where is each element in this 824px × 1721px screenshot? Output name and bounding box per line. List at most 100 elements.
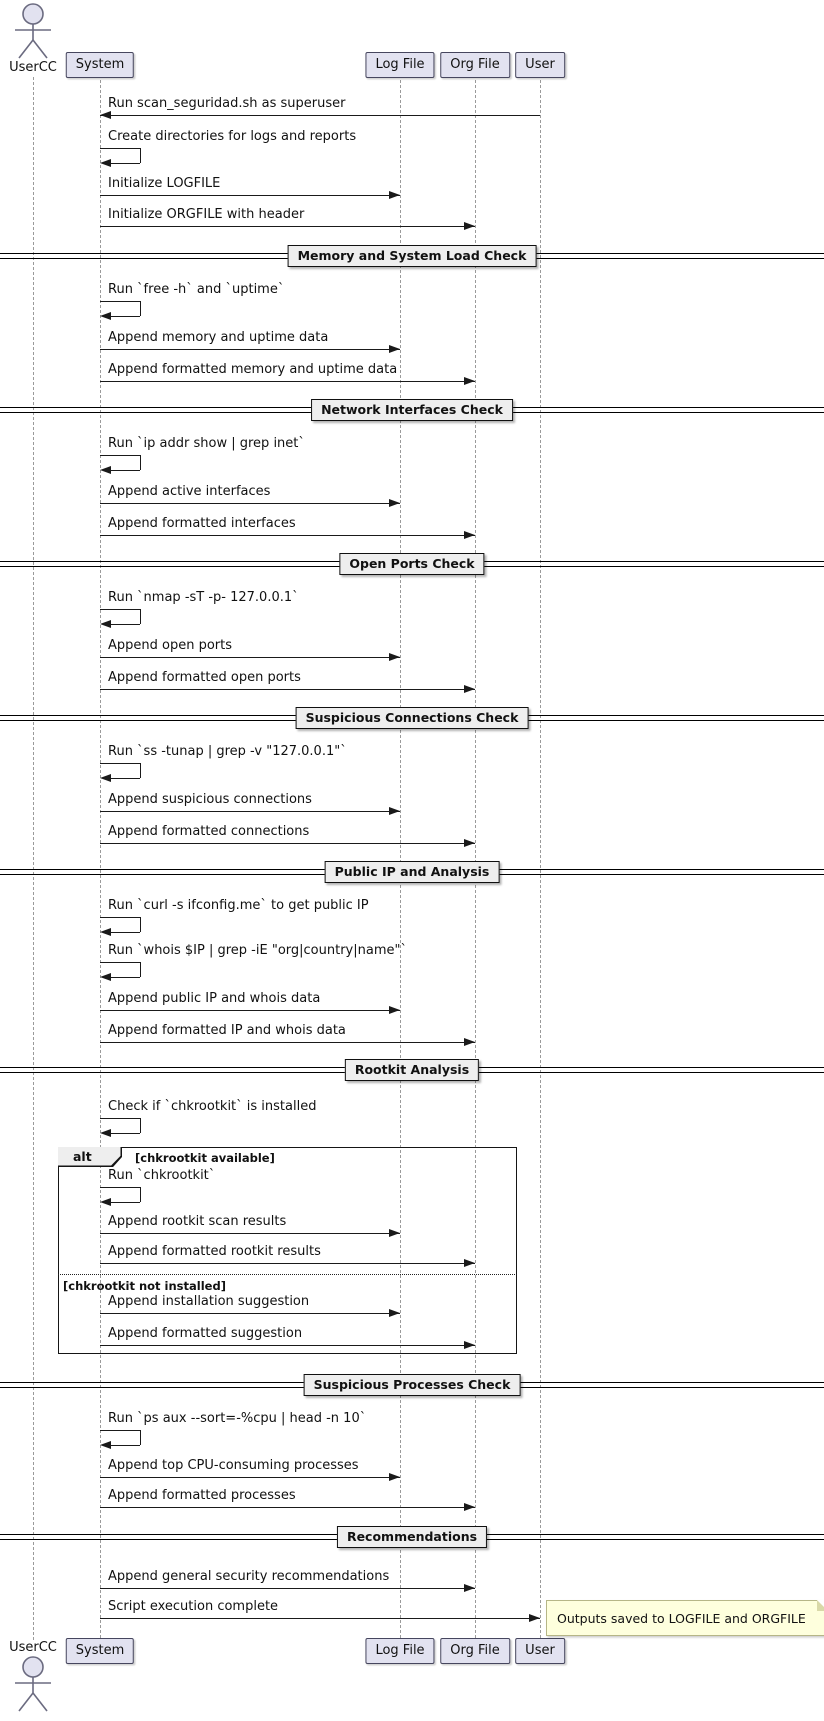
message-label: Append memory and uptime data	[108, 330, 329, 345]
arrowhead-left-icon	[100, 928, 111, 936]
self-message-top	[100, 301, 140, 302]
message-label: Append formatted connections	[108, 824, 310, 839]
message-line	[100, 1588, 475, 1589]
self-message-label: Create directories for logs and reports	[108, 129, 357, 144]
self-message-label: Run `ps aux --sort=-%cpu | head -n 10`	[108, 1411, 367, 1426]
section-divider-label: Recommendations	[336, 1526, 488, 1548]
arrowhead-right-icon	[464, 1038, 475, 1046]
arrowhead-left-icon	[100, 312, 111, 320]
arrowhead-right-icon	[464, 531, 475, 539]
lifeline-system	[99, 80, 101, 1638]
arrowhead-left-icon	[100, 1441, 111, 1449]
self-message-side	[140, 148, 141, 163]
arrowhead-left-icon	[100, 159, 111, 167]
message-label: Run scan_seguridad.sh as superuser	[108, 96, 346, 111]
self-message-side	[140, 609, 141, 624]
participant-logfile-top: Log File	[365, 52, 435, 78]
arrowhead-right-icon	[464, 222, 475, 230]
self-message-bottom	[111, 1133, 140, 1134]
self-message-side	[140, 917, 141, 932]
participant-user-bottom: User	[515, 1638, 565, 1664]
note-text: Outputs saved to LOGFILE and ORGFILE	[557, 1610, 806, 1626]
message-line	[100, 1507, 475, 1508]
message-line	[100, 381, 475, 382]
note: Outputs saved to LOGFILE and ORGFILE	[546, 1600, 824, 1636]
self-message-top	[100, 1430, 140, 1431]
arrowhead-left-icon	[100, 1198, 111, 1206]
arrowhead-left-icon	[100, 111, 111, 119]
self-message-bottom	[111, 316, 140, 317]
self-message-top	[100, 1187, 140, 1188]
self-message-top	[100, 148, 140, 149]
message-label: Append active interfaces	[108, 484, 271, 499]
arrowhead-left-icon	[100, 973, 111, 981]
message-label: Append installation suggestion	[108, 1294, 310, 1309]
message-label: Append top CPU-consuming processes	[108, 1458, 359, 1473]
message-line	[100, 657, 400, 658]
arrowhead-right-icon	[464, 685, 475, 693]
message-label: Append formatted IP and whois data	[108, 1023, 346, 1038]
self-message-bottom	[111, 1202, 140, 1203]
note-fold-icon	[817, 1600, 824, 1611]
self-message-label: Run `free -h` and `uptime`	[108, 282, 285, 297]
self-message-top	[100, 609, 140, 610]
self-message-bottom	[111, 624, 140, 625]
self-message-top	[100, 917, 140, 918]
actor-usercc-top	[9, 2, 57, 60]
arrowhead-right-icon	[464, 1503, 475, 1511]
self-message-top	[100, 962, 140, 963]
arrowhead-right-icon	[389, 499, 400, 507]
arrowhead-right-icon	[464, 839, 475, 847]
arrowhead-right-icon	[389, 807, 400, 815]
actor-icon	[15, 3, 51, 59]
message-label: Append open ports	[108, 638, 233, 653]
self-message-side	[140, 763, 141, 778]
participant-user-top: User	[515, 52, 565, 78]
message-label: Append rootkit scan results	[108, 1214, 287, 1229]
alt-header	[58, 1147, 121, 1166]
self-message-bottom	[111, 977, 140, 978]
self-message-top	[100, 763, 140, 764]
actor-usercc-bottom-label: UserCC	[9, 1640, 57, 1655]
section-divider-label: Open Ports Check	[339, 553, 485, 575]
message-line	[100, 843, 475, 844]
arrowhead-right-icon	[389, 1309, 400, 1317]
alt-else-divider	[58, 1274, 515, 1275]
message-label: Append formatted suggestion	[108, 1326, 303, 1341]
self-message-bottom	[111, 470, 140, 471]
self-message-side	[140, 962, 141, 977]
lifeline-user	[539, 80, 541, 1638]
section-divider-label: Rootkit Analysis	[344, 1059, 480, 1081]
self-message-bottom	[111, 778, 140, 779]
message-label: Append public IP and whois data	[108, 991, 321, 1006]
message-line	[100, 1010, 400, 1011]
message-line	[100, 1313, 400, 1314]
arrowhead-right-icon	[464, 1341, 475, 1349]
message-line	[100, 1263, 475, 1264]
message-label: Append general security recommendations	[108, 1569, 390, 1584]
message-line	[100, 1477, 400, 1478]
section-divider-label: Suspicious Processes Check	[303, 1374, 521, 1396]
message-label: Initialize ORGFILE with header	[108, 207, 305, 222]
arrowhead-right-icon	[389, 191, 400, 199]
message-label: Append formatted interfaces	[108, 516, 296, 531]
section-divider-label: Network Interfaces Check	[311, 399, 513, 421]
lifeline-orgfile	[474, 80, 476, 1638]
self-message-side	[140, 1118, 141, 1133]
self-message-side	[140, 1187, 141, 1202]
self-message-label: Check if `chkrootkit` is installed	[108, 1099, 317, 1114]
section-divider-label: Public IP and Analysis	[324, 861, 500, 883]
message-line	[100, 535, 475, 536]
self-message-side	[140, 1430, 141, 1445]
message-line	[100, 1345, 475, 1346]
section-divider-label: Memory and System Load Check	[287, 245, 537, 267]
self-message-top	[100, 1118, 140, 1119]
message-line	[100, 1042, 475, 1043]
arrowhead-right-icon	[389, 1006, 400, 1014]
arrowhead-right-icon	[389, 653, 400, 661]
arrowhead-left-icon	[100, 774, 111, 782]
message-line	[100, 811, 400, 812]
arrowhead-left-icon	[100, 466, 111, 474]
lifeline-logfile	[399, 80, 401, 1638]
